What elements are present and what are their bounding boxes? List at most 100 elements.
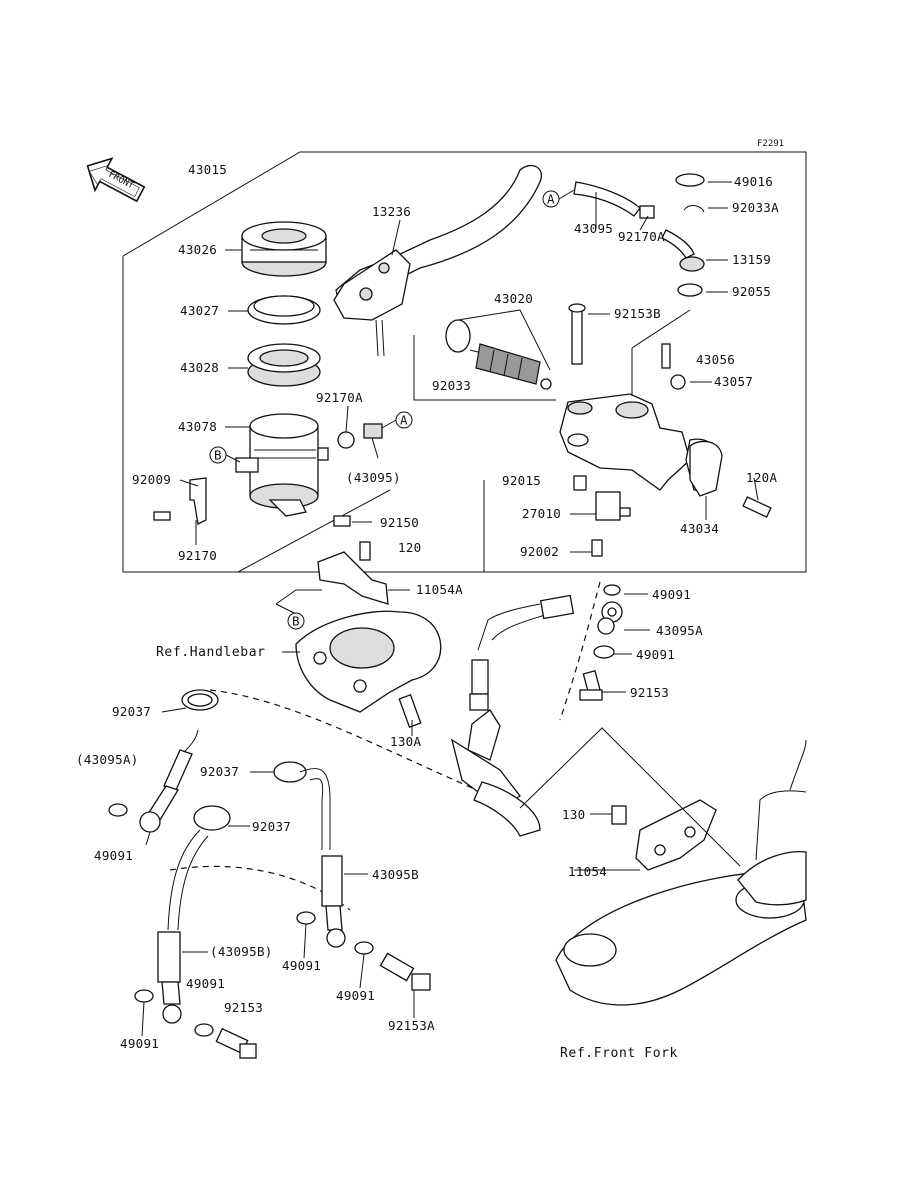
- washer-49091-left-1: [108, 803, 128, 817]
- ref-handlebar: Ref.Handlebar: [156, 645, 266, 660]
- washer-49091-upper: [593, 645, 615, 659]
- banjo-bolt-92153-upper: [579, 670, 603, 701]
- callout-92033: 92033: [432, 378, 471, 393]
- handlebar-mount: [295, 610, 442, 713]
- callout-43020: 43020: [494, 291, 533, 306]
- marker-A-line: [558, 189, 575, 200]
- callout-92037-b: 92037: [200, 764, 239, 779]
- callout-13159: 13159: [732, 252, 771, 267]
- washer-49091-left-4: [134, 989, 154, 1003]
- reservoir-bracket: [153, 477, 207, 525]
- callout-92153-a: 92153: [630, 685, 669, 700]
- callout-130A: 130A: [390, 734, 421, 749]
- callout-49016: 49016: [734, 174, 773, 189]
- callout-92015: 92015: [502, 473, 541, 488]
- front-arrow-icon: [86, 157, 146, 203]
- marker-B-line: [225, 454, 241, 463]
- ref-front-fork: Ref.Front Fork: [560, 1046, 678, 1061]
- callout-43056: 43056: [696, 352, 735, 367]
- callout-92037-a: 92037: [112, 704, 151, 719]
- lever-pivot-bolt: [568, 303, 586, 365]
- hose-bracket-11054A: [317, 541, 389, 605]
- callout-92037-c: 92037: [252, 819, 291, 834]
- route-line-B: [275, 589, 322, 605]
- washer-49091-top: [603, 584, 621, 596]
- washer-49091-left-2: [296, 911, 316, 925]
- banjo-bolt-92153-lower: [215, 1027, 257, 1059]
- callout-49091-f: 49091: [336, 988, 375, 1003]
- callout-11054: 11054: [568, 864, 607, 879]
- front-fork-triple-clamp: [555, 739, 807, 1006]
- callout-43095: 43095: [574, 221, 613, 236]
- brake-lever: [333, 165, 543, 357]
- callout-49091-e: 49091: [186, 976, 225, 991]
- callout-92055: 92055: [732, 284, 771, 299]
- banjo-bolt-92153A: [379, 952, 431, 991]
- callout-labels: 43015 13236 43026 43027 43028 92170A 430…: [76, 162, 779, 1051]
- reservoir-diaphragm: [247, 343, 321, 387]
- callout-11054A: 11054A: [416, 582, 463, 597]
- callout-120: 120: [398, 540, 421, 555]
- bolt-130A: [398, 694, 422, 728]
- callout-43078: 43078: [178, 419, 217, 434]
- callout-92033A: 92033A: [732, 200, 779, 215]
- reservoir-diaphragm-plate: [247, 295, 321, 325]
- svg-text:A: A: [400, 413, 408, 428]
- clamp-92037-mid: [193, 761, 307, 831]
- marker-B-bottom: B: [287, 612, 305, 630]
- callout-92170A-b: 92170A: [618, 229, 665, 244]
- screw-92150: [333, 515, 351, 527]
- diagram-code: F2291: [757, 139, 784, 149]
- callout-27010: 27010: [522, 506, 561, 521]
- callout-120A: 120A: [746, 470, 777, 485]
- marker-A-mid-line: [381, 419, 397, 429]
- callout-92153-b: 92153: [224, 1000, 263, 1015]
- marker-A-top: A: [542, 190, 560, 208]
- callout-49091-d: 49091: [282, 958, 321, 973]
- callout-49091-c: 49091: [94, 848, 133, 863]
- bolt-130: [611, 805, 627, 825]
- dust-cover: [573, 475, 587, 491]
- hose-clamp-92170A: [337, 423, 383, 449]
- callout-92170A: 92170A: [316, 390, 363, 405]
- marker-A-mid: A: [395, 411, 413, 429]
- callout-130: 130: [562, 807, 585, 822]
- callout-92153B: 92153B: [614, 306, 661, 321]
- callout-92009: 92009: [132, 472, 171, 487]
- callout-43095A: 43095A: [656, 623, 703, 638]
- svg-text:B: B: [214, 448, 222, 463]
- marker-B-left: B: [209, 446, 227, 464]
- callout-92170: 92170: [178, 548, 217, 563]
- callout-49091-b: 49091: [636, 647, 675, 662]
- callout-49091-a: 49091: [652, 587, 691, 602]
- callout-92153A: 92153A: [388, 1018, 435, 1033]
- callout-49091-g: 49091: [120, 1036, 159, 1051]
- reservoir-cap: [241, 221, 327, 277]
- clamp-92037-top: [181, 689, 219, 711]
- route-line-fork: [519, 727, 741, 867]
- hose-bracket-11054: [635, 799, 717, 871]
- callout-92002: 92002: [520, 544, 559, 559]
- callout-43057: 43057: [714, 374, 753, 389]
- brake-hose-upper: [450, 594, 575, 837]
- reservoir-hose-fittings: [573, 173, 705, 297]
- holder-bolt: [742, 496, 772, 518]
- switch-screw: [591, 539, 603, 557]
- callout-43015: 43015: [188, 162, 227, 177]
- svg-text:B: B: [292, 614, 300, 629]
- leader-lines: [141, 181, 759, 1037]
- bleeder-valve: [661, 343, 686, 390]
- callout-43095A-paren: (43095A): [76, 752, 139, 767]
- brake-hose-lower: [157, 768, 346, 1024]
- callout-43095-paren: (43095): [346, 470, 401, 485]
- master-cylinder-subframe: [413, 335, 556, 572]
- svg-text:A: A: [547, 192, 555, 207]
- callout-43095B: 43095B: [372, 867, 419, 882]
- reservoir-tank: [235, 413, 329, 517]
- callout-43027: 43027: [180, 303, 219, 318]
- banjo-fitting-43095A: [597, 601, 623, 635]
- brake-hose-left: [139, 729, 199, 833]
- assembly-frame: [122, 151, 807, 573]
- callout-43028: 43028: [180, 360, 219, 375]
